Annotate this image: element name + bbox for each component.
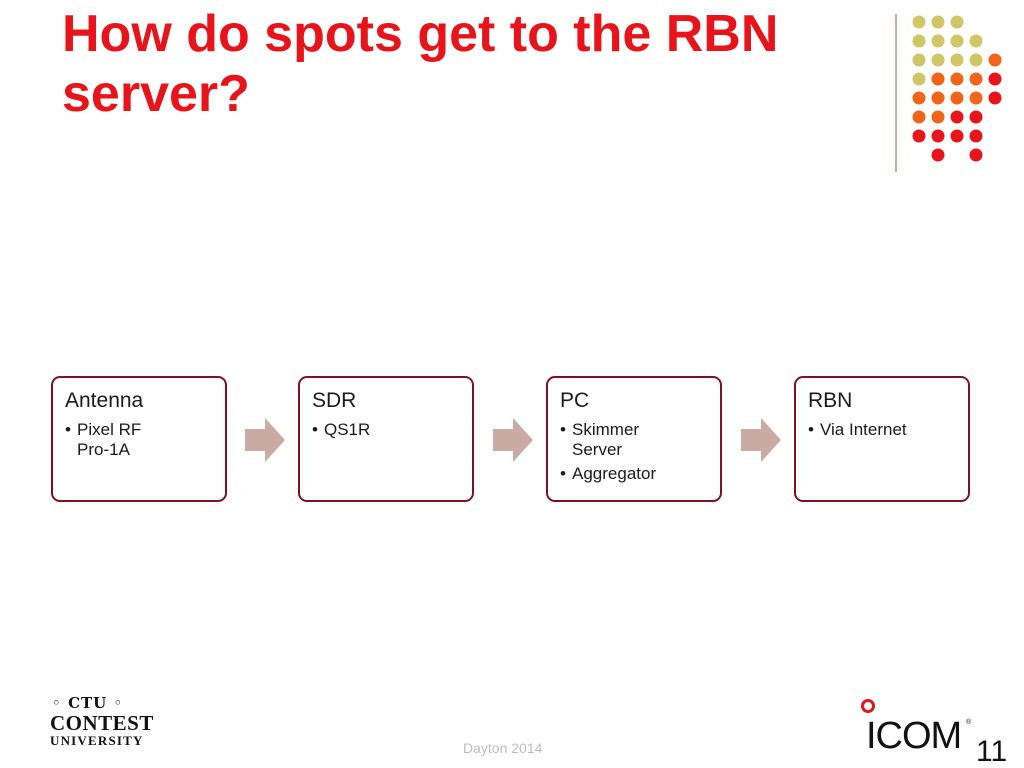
footer-text: Dayton 2014 [463,740,543,756]
flow-box-title: PC [560,389,590,412]
decoration-dot [969,110,983,124]
flow-box-sdr: SDR QS1R [298,376,474,502]
flow-box-list: Skimmer Server Aggregator [560,420,710,484]
flow-bullet: Aggregator [560,464,710,484]
registered-mark-icon: ® [966,719,972,726]
right-arrow-icon [493,418,533,462]
decoration-dot [912,72,926,86]
flow-box-pc: PC Skimmer Server Aggregator [546,376,722,502]
decoration-dot [931,129,945,143]
flow-bullet: QS1R [312,420,462,440]
decoration-dot [969,129,983,143]
decoration-dot [931,110,945,124]
decoration-dot [988,53,1002,67]
decoration-dot [988,91,1002,105]
decoration-dot [950,15,964,29]
decoration-dot [969,91,983,105]
decoration-dot [950,110,964,124]
decoration-dot [931,15,945,29]
decoration-dot [988,72,1002,86]
decoration-dot [969,148,983,162]
flow-bullet: Skimmer Server [560,420,662,460]
decoration-dot [931,34,945,48]
flow-box-list: Pixel RF Pro-1A [65,420,215,460]
right-arrow-icon [245,418,285,462]
decoration-dot [912,129,926,143]
contest-university-logo: ◦ CTU ◦ CONTEST UNIVERSITY [50,694,170,756]
decoration-dot [931,148,945,162]
ctu-line-university: UNIVERSITY [50,733,144,748]
ctu-line-contest: CONTEST [50,711,154,735]
icom-ring-icon [861,699,875,713]
decoration-dot [950,129,964,143]
flow-box-list: Via Internet [808,420,958,440]
ctu-mark: ◦ CTU ◦ [52,694,124,712]
flow-box-antenna: Antenna Pixel RF Pro-1A [51,376,227,502]
dot-grid-decoration-icon [912,15,1002,162]
decoration-dot [912,15,926,29]
decoration-dot [969,34,983,48]
decoration-dot [912,53,926,67]
decoration-dot [950,72,964,86]
header-divider [895,14,897,172]
decoration-dot [912,91,926,105]
flow-box-list: QS1R [312,420,462,440]
slide-title: How do spots get to the RBN server? [62,5,779,123]
decoration-dot [931,91,945,105]
decoration-dot [969,72,983,86]
flow-box-title: Antenna [65,389,144,412]
decoration-dot [950,91,964,105]
icom-logo: ICOM [866,715,962,757]
flow-bullet: Pixel RF Pro-1A [65,420,167,460]
decoration-dot [912,110,926,124]
flow-box-title: RBN [808,389,853,412]
decoration-dot [950,53,964,67]
decoration-dot [950,34,964,48]
slide-number: 11 [976,735,1008,768]
decoration-dot [931,53,945,67]
right-arrow-icon [741,418,781,462]
decoration-dot [931,72,945,86]
flow-box-title: SDR [312,389,357,412]
decoration-dot [912,34,926,48]
decoration-dot [969,53,983,67]
flow-bullet: Via Internet [808,420,958,440]
flow-box-rbn: RBN Via Internet [794,376,970,502]
